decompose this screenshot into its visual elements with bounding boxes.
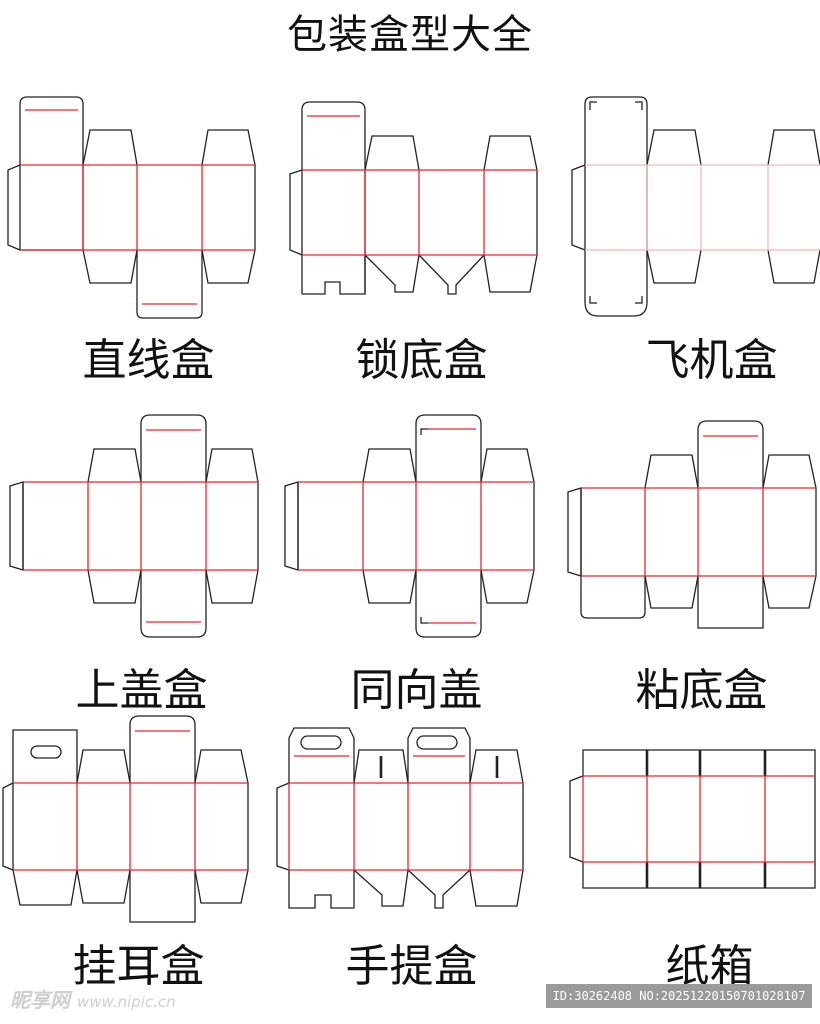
label-glued-bottom-box: 粘底盒	[635, 665, 768, 716]
label-top-lid-box: 上盖盒	[75, 665, 208, 716]
die-top-lid-box	[9, 414, 259, 638]
watermark: 昵享网 www.nipic.cn	[10, 984, 176, 1013]
die-glued-bottom-box	[567, 420, 817, 629]
watermark-brand: 昵享网	[10, 988, 70, 1012]
label-corrugated-carton: 纸箱	[665, 941, 754, 992]
die-straight-tuck-box	[7, 96, 256, 319]
page-title: 包装盒型大全	[287, 12, 533, 58]
label-same-direction-lid-box: 同向盖	[350, 665, 483, 716]
die-hanging-tab-box	[2, 715, 249, 923]
label-hanging-tab-box: 挂耳盒	[72, 941, 205, 992]
die-handle-carry-box	[276, 727, 524, 909]
die-corrugated-carton	[569, 749, 816, 889]
image-id-bar: ID:30262408 NO:20251220150701028107	[546, 984, 812, 1008]
label-handle-carry-box: 手提盒	[345, 941, 478, 992]
die-same-direction-lid-box	[284, 414, 535, 638]
die-mailer-box	[571, 96, 820, 317]
label-straight-tuck-box: 直线盒	[82, 335, 215, 386]
label-mailer-box: 飞机盒	[645, 335, 778, 386]
label-lock-bottom-box: 锁底盒	[355, 335, 488, 386]
watermark-url: www.nipic.cn	[76, 993, 176, 1011]
die-lock-bottom-box	[289, 101, 538, 295]
